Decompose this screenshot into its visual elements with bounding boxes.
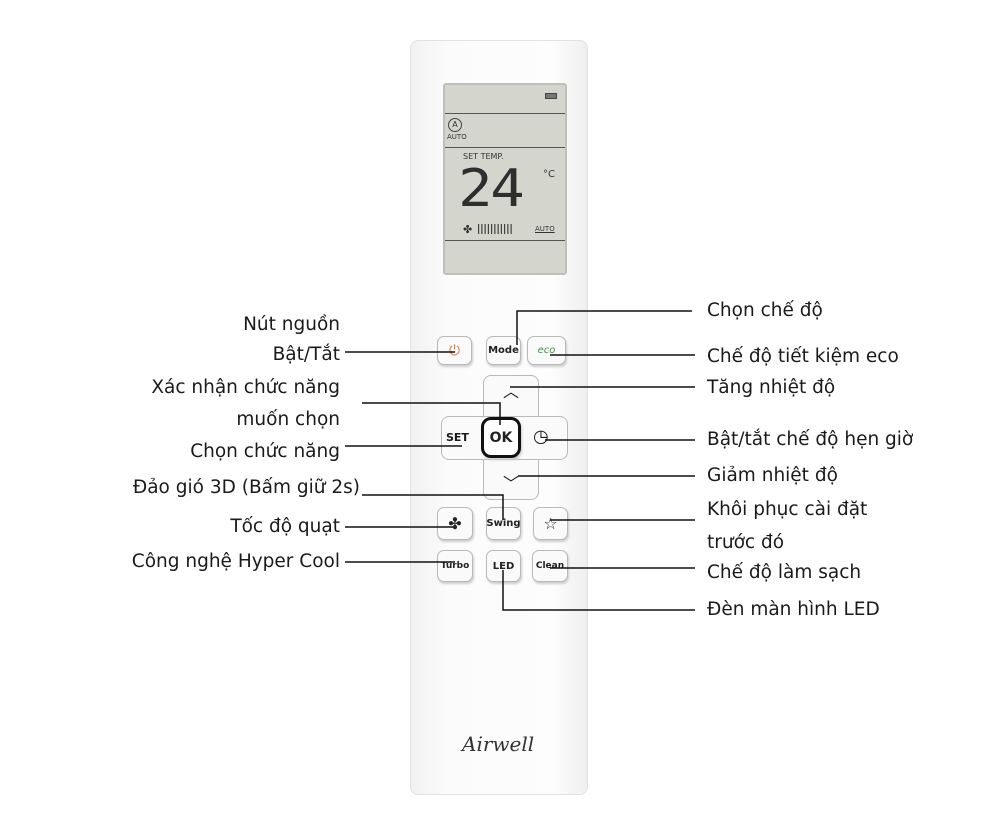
temperature-value: 24 (458, 159, 525, 219)
label-turbo: Công nghệ Hyper Cool (131, 551, 340, 572)
brand-logo: Airwell (462, 732, 535, 756)
label-up: Tăng nhiệt độ (707, 377, 836, 398)
label-power-line2: Bật/Tắt (272, 344, 340, 365)
fan-icon: ✤ (463, 223, 473, 236)
label-fan: Tốc độ quạt (230, 516, 340, 537)
label-star-line2: trước đó (707, 532, 785, 553)
label-ok-line1: Xác nhận chức năng (151, 377, 340, 398)
battery-icon (545, 93, 557, 99)
label-swing: Đảo gió 3D (Bấm giữ 2s) (132, 477, 360, 498)
temperature-unit: °C (543, 169, 555, 180)
eco-button[interactable]: eco (527, 336, 566, 365)
fan-speed-button[interactable]: ✤ (437, 507, 473, 540)
label-mode: Chọn chế độ (707, 300, 823, 321)
label-down: Giảm nhiệt độ (707, 465, 838, 486)
label-power-line1: Nút nguồn (243, 314, 340, 335)
set-temp-label: SET TEMP. (463, 152, 504, 161)
clean-button[interactable]: Clean (532, 550, 568, 582)
star-button[interactable]: ☆ (533, 507, 568, 540)
label-eco: Chế độ tiết kiệm eco (707, 346, 899, 367)
auto-mode-icon: A (448, 118, 462, 132)
turbo-button[interactable]: Turbo (437, 550, 473, 582)
ok-button[interactable]: OK (481, 417, 521, 458)
lcd-screen: A AUTO SET TEMP. 24 °C ✤ ǀǀǀǀǀǀǀǀǀǀǀ AUT… (443, 83, 567, 275)
label-led: Đèn màn hình LED (707, 599, 880, 620)
set-button[interactable]: SET (446, 431, 469, 444)
mode-button[interactable]: Mode (486, 336, 521, 365)
mode-text: AUTO (447, 133, 467, 141)
fan-auto-text: AUTO (535, 225, 555, 233)
down-button[interactable]: ﹀ (502, 474, 519, 493)
label-clean: Chế độ làm sạch (707, 562, 862, 583)
label-ok-line2: muốn chọn (236, 409, 340, 430)
power-button[interactable]: ⏻ (437, 336, 472, 365)
label-star-line1: Khôi phục cài đặt (707, 499, 868, 520)
timer-button[interactable]: ◷ (533, 426, 549, 447)
fan-speed-bars: ǀǀǀǀǀǀǀǀǀǀǀ (477, 222, 513, 235)
label-timer: Bật/tắt chế độ hẹn giờ (707, 429, 914, 450)
label-set: Chọn chức năng (190, 441, 340, 462)
